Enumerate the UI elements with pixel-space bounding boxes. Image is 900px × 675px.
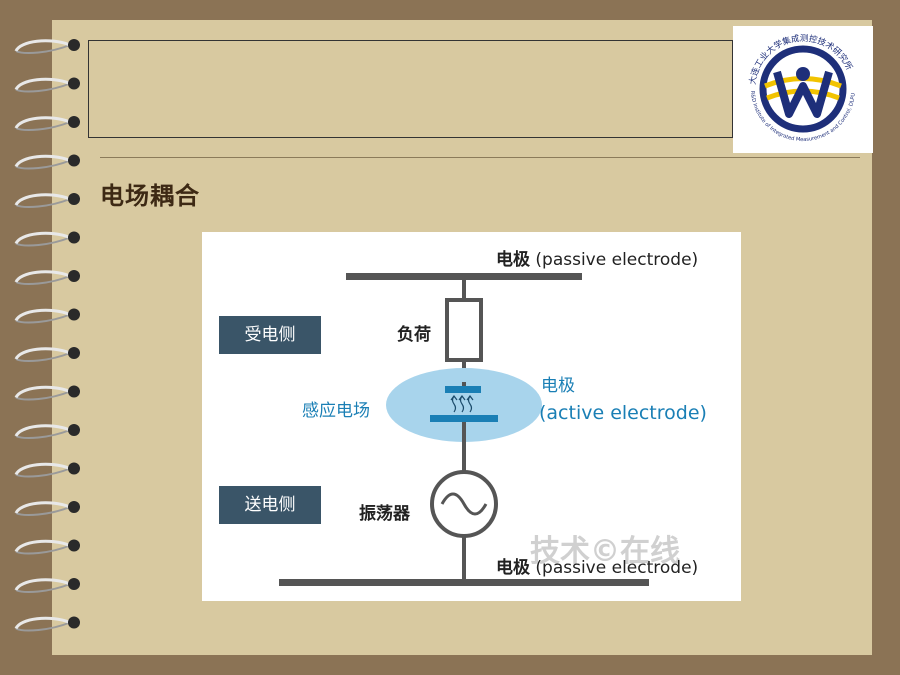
oscillator-label: 振荡器 [359, 504, 410, 524]
spiral-ring [14, 539, 80, 555]
active-electrode-label-cn: 电极 [541, 376, 575, 396]
active-electrode-lower-plate [430, 415, 498, 422]
transmitter-side-box: 送电侧 [219, 486, 321, 524]
spiral-ring [14, 193, 80, 208]
spiral-ring [14, 501, 80, 516]
bottom-electrode-bar [279, 579, 649, 586]
spiral-ring [14, 270, 80, 285]
spiral-ring [14, 385, 80, 401]
spiral-ring [14, 308, 80, 324]
spiral-ring [14, 231, 80, 247]
top-electrode-label: 电极 (passive electrode) [496, 250, 699, 270]
watermark: 技术©在线 [530, 534, 680, 569]
spiral-ring [14, 578, 80, 593]
spiral-ring [14, 616, 80, 632]
coupling-diagram: 电极 (passive electrode) 负荷 受电侧 电极 (active… [202, 232, 741, 601]
active-electrode-upper-plate [445, 386, 481, 393]
field-lines [450, 395, 474, 413]
title-divider [100, 157, 860, 158]
institute-logo: 大连工业大学集成测控技术研究所 R&D Institute of Integra… [733, 26, 873, 153]
active-electrode-label-en: (active electrode) [539, 402, 707, 424]
spiral-ring [14, 39, 80, 54]
field-label: 感应电场 [302, 401, 370, 421]
bottom-electrode-label: 电极 (passive electrode) [496, 558, 699, 578]
spiral-ring [14, 154, 80, 170]
load-resistor [445, 298, 483, 362]
receiver-side-box: 受电侧 [219, 316, 321, 354]
spiral-ring [14, 77, 80, 93]
spiral-ring [14, 462, 80, 478]
spiral-ring [14, 424, 80, 439]
spiral-ring [14, 347, 80, 362]
top-electrode-bar [346, 273, 582, 280]
sine-wave-icon [440, 492, 488, 516]
load-label: 负荷 [397, 325, 431, 345]
spiral-ring [14, 116, 80, 131]
spiral-binding [14, 39, 80, 632]
slide-heading: 电场耦合 [100, 182, 200, 210]
title-placeholder-box [88, 40, 733, 138]
field-ellipse [386, 368, 542, 442]
